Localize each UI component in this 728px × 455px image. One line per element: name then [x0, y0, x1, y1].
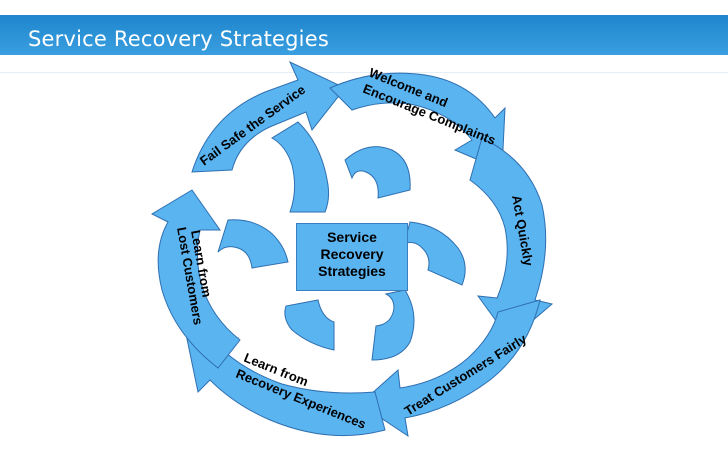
inner-blade-bottomright: [371, 289, 415, 361]
inner-blade-bottom: [284, 299, 335, 351]
center-line-3: Strategies: [318, 263, 386, 279]
arrow-fail-safe: [191, 60, 346, 173]
center-line-2: Recovery: [320, 246, 384, 262]
page-title: Service Recovery Strategies: [28, 27, 329, 51]
title-divider: [0, 72, 728, 73]
inner-blade-topright: [344, 146, 411, 199]
inner-blade-left: [217, 219, 289, 269]
center-box: [296, 223, 408, 291]
inner-blade-top: [271, 121, 330, 213]
arrow-welcome: [329, 72, 506, 171]
arrow-learn-lost: [150, 189, 241, 369]
center-label: Service Recovery Strategies: [296, 229, 408, 280]
arrow-treat-customers: [359, 299, 541, 438]
arrow-act-quickly: [469, 137, 554, 341]
inner-blade-right: [403, 221, 466, 286]
step-label-treat-fairly: Treat Customers Fairly: [402, 331, 530, 419]
center-line-1: Service: [327, 229, 377, 245]
title-bar: [0, 15, 728, 55]
